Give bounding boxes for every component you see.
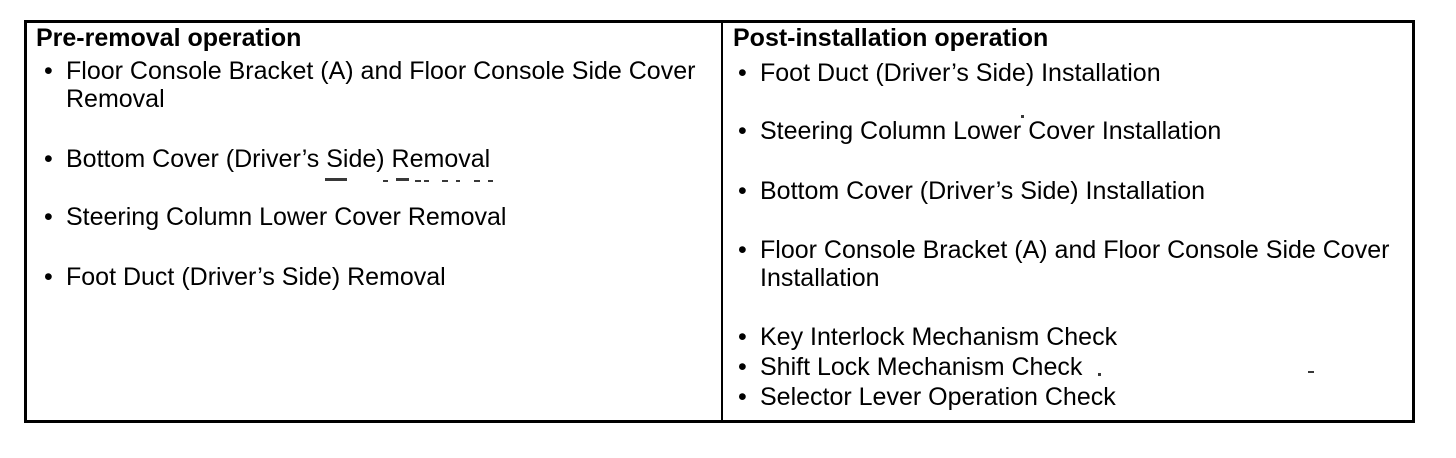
- bullet-icon: •: [44, 263, 53, 291]
- item-text: Steering Column Lower Cover Removal: [66, 203, 507, 231]
- bullet-icon: •: [44, 203, 53, 231]
- list-item: • Foot Duct (Driver’s Side) Installation: [738, 59, 1410, 87]
- item-text: Bottom Cover (Driver’s Side) Installatio…: [760, 177, 1206, 205]
- list-item: • Bottom Cover (Driver’s Side) Installat…: [738, 177, 1410, 205]
- bullet-icon: •: [738, 59, 747, 87]
- list-item: • Steering Column Lower Cover Removal: [44, 203, 716, 231]
- item-text: Selector Lever Operation Check: [760, 383, 1116, 411]
- scan-artifact: [1308, 371, 1314, 373]
- bullet-icon: •: [738, 177, 747, 205]
- item-text: Bottom Cover (Driver’s Side) Removal: [66, 145, 491, 173]
- list-item: • Steering Column Lower Cover Installati…: [738, 117, 1410, 145]
- list-item: • Bottom Cover (Driver’s Side) Removal: [44, 145, 716, 173]
- item-text: Key Interlock Mechanism Check: [760, 323, 1118, 351]
- bullet-icon: •: [44, 145, 53, 173]
- scan-artifact: [456, 180, 460, 182]
- bullet-icon: •: [738, 236, 747, 264]
- item-text: Foot Duct (Driver’s Side) Installation: [760, 59, 1161, 87]
- post-installation-header: Post-installation operation: [733, 24, 1049, 52]
- bullet-icon: •: [738, 353, 747, 381]
- list-item: • Floor Console Bracket (A) and Floor Co…: [738, 236, 1410, 292]
- scan-artifact: [424, 180, 429, 182]
- bullet-icon: •: [738, 117, 747, 145]
- scan-artifact: [415, 180, 421, 182]
- item-text: Floor Console Bracket (A) and Floor Cons…: [760, 236, 1390, 292]
- item-text: Foot Duct (Driver’s Side) Removal: [66, 263, 446, 291]
- scan-artifact: [396, 178, 409, 181]
- column-divider: [721, 23, 723, 420]
- scan-artifact: [488, 180, 493, 182]
- item-text: Steering Column Lower Cover Installation: [760, 117, 1222, 145]
- bullet-icon: •: [738, 323, 747, 351]
- bullet-icon: •: [44, 57, 53, 85]
- list-item: • Floor Console Bracket (A) and Floor Co…: [44, 57, 716, 113]
- scan-artifact: [325, 178, 347, 181]
- procedure-table: Pre-removal operation • Floor Console Br…: [24, 20, 1415, 423]
- pre-removal-header: Pre-removal operation: [36, 24, 302, 52]
- list-item: • Key Interlock Mechanism Check: [738, 323, 1410, 351]
- list-item: • Selector Lever Operation Check: [738, 383, 1410, 411]
- scan-artifact: [383, 180, 388, 182]
- list-item: • Foot Duct (Driver’s Side) Removal: [44, 263, 716, 291]
- scan-artifact: [442, 180, 448, 182]
- scan-artifact: [1098, 373, 1101, 376]
- bullet-icon: •: [738, 383, 747, 411]
- list-item: • Shift Lock Mechanism Check: [738, 353, 1410, 381]
- scan-artifact: [1021, 115, 1024, 118]
- item-text: Floor Console Bracket (A) and Floor Cons…: [66, 57, 696, 113]
- item-text: Shift Lock Mechanism Check: [760, 353, 1083, 381]
- scan-artifact: [474, 180, 480, 182]
